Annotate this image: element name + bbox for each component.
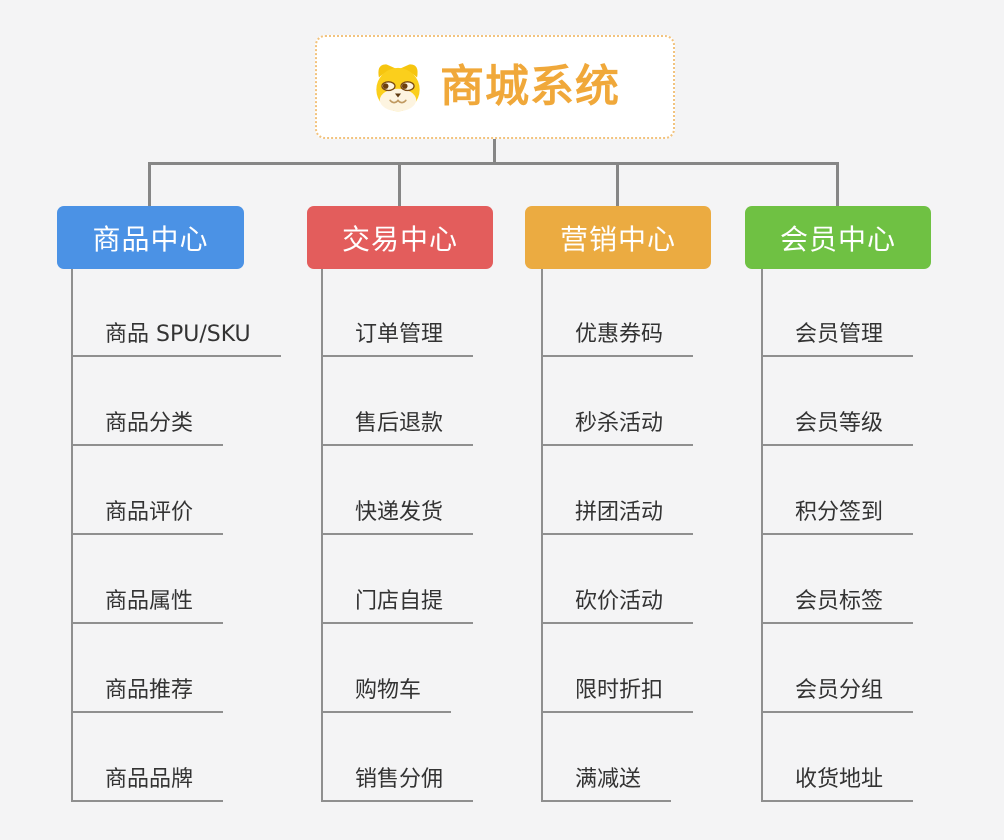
child-topic[interactable]: 满减送: [542, 767, 672, 802]
connector-drop-marketing: [616, 162, 619, 207]
child-topic[interactable]: 门店自提: [322, 589, 474, 624]
child-topic[interactable]: 积分签到: [762, 500, 914, 535]
branch-node-product-center[interactable]: 商品中心: [57, 206, 244, 269]
branch-node-trade-center[interactable]: 交易中心: [307, 206, 493, 269]
child-topic[interactable]: 商品推荐: [72, 678, 224, 713]
child-topic[interactable]: 商品分类: [72, 411, 224, 446]
child-topic[interactable]: 订单管理: [322, 322, 474, 357]
child-topic[interactable]: 会员标签: [762, 589, 914, 624]
child-topic[interactable]: 商品 SPU/SKU: [72, 322, 281, 357]
branch-rail-member: [761, 269, 763, 802]
child-topic[interactable]: 购物车: [322, 678, 452, 713]
dog-face-icon: [376, 64, 420, 112]
child-topic[interactable]: 收货地址: [762, 767, 914, 802]
branch-rail-marketing: [541, 269, 543, 802]
root-node[interactable]: 商城系统: [315, 35, 675, 139]
child-topic[interactable]: 拼团活动: [542, 500, 694, 535]
root-title: 商城系统: [440, 61, 620, 112]
child-topic[interactable]: 售后退款: [322, 411, 474, 446]
connector-drop-product: [148, 162, 151, 207]
connector-bus-line: [148, 162, 839, 165]
child-topic[interactable]: 会员管理: [762, 322, 914, 357]
child-topic[interactable]: 限时折扣: [542, 678, 694, 713]
branch-rail-product: [71, 269, 73, 802]
child-topic[interactable]: 会员等级: [762, 411, 914, 446]
child-topic[interactable]: 销售分佣: [322, 767, 474, 802]
connector-drop-trade: [398, 162, 401, 207]
child-topic[interactable]: 秒杀活动: [542, 411, 694, 446]
child-topic[interactable]: 会员分组: [762, 678, 914, 713]
connector-drop-member: [836, 162, 839, 207]
connector-root-stub: [493, 138, 496, 164]
child-topic[interactable]: 商品属性: [72, 589, 224, 624]
child-topic[interactable]: 商品评价: [72, 500, 224, 535]
child-topic[interactable]: 快递发货: [322, 500, 474, 535]
branch-rail-trade: [321, 269, 323, 802]
child-topic[interactable]: 商品品牌: [72, 767, 224, 802]
branch-node-marketing-center[interactable]: 营销中心: [525, 206, 711, 269]
child-topic[interactable]: 砍价活动: [542, 589, 694, 624]
branch-node-member-center[interactable]: 会员中心: [745, 206, 931, 269]
child-topic[interactable]: 优惠券码: [542, 322, 694, 357]
